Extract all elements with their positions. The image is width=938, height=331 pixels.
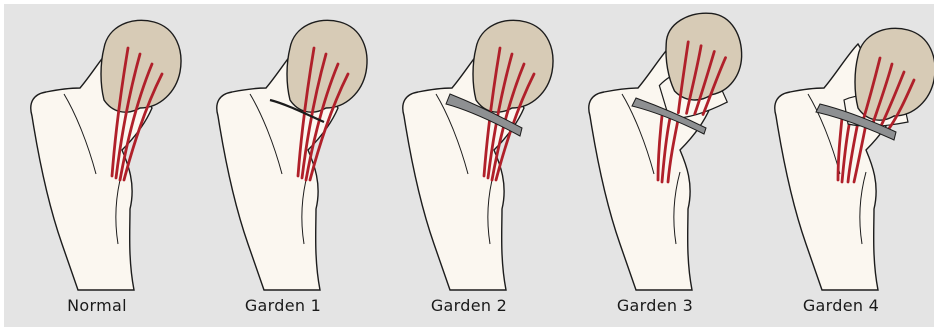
femur-normal-illustration [4, 4, 190, 294]
femur-garden-1-illustration [190, 4, 376, 294]
panel-garden-2: Garden 2 [376, 4, 562, 327]
figure-frame: Normal Garden 1 Garden 2 [4, 4, 934, 327]
panel-normal: Normal [4, 4, 190, 327]
label-garden-3: Garden 3 [562, 296, 748, 315]
panel-garden-3: Garden 3 [562, 4, 748, 327]
label-garden-1: Garden 1 [190, 296, 376, 315]
label-garden-2: Garden 2 [376, 296, 562, 315]
panel-garden-1: Garden 1 [190, 4, 376, 327]
femur-garden-3-illustration [562, 4, 748, 294]
label-normal: Normal [4, 296, 190, 315]
label-garden-4: Garden 4 [748, 296, 934, 315]
femur-garden-2-illustration [376, 4, 562, 294]
panel-garden-4: Garden 4 [748, 4, 934, 327]
femur-garden-4-illustration [748, 4, 934, 294]
